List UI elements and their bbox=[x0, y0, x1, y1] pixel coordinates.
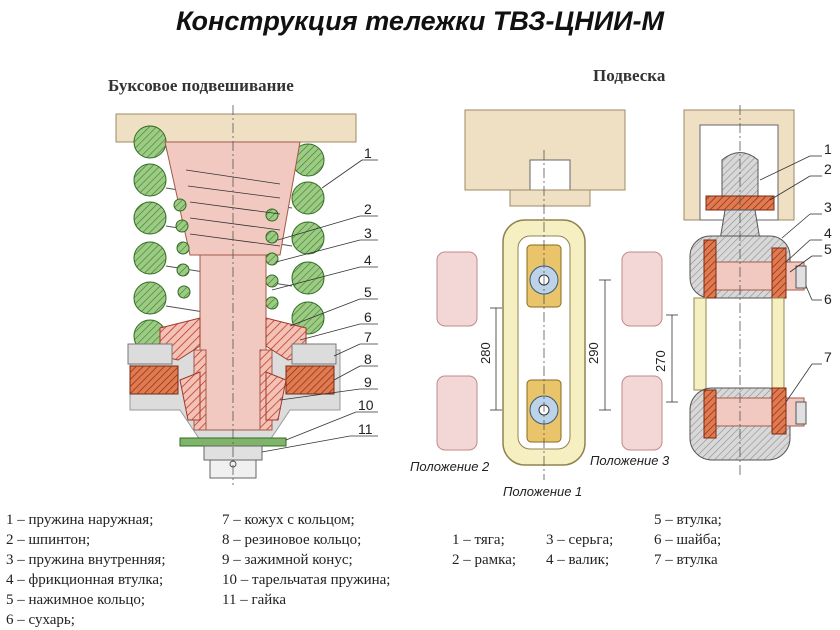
right-callout-4: 4 bbox=[824, 225, 832, 241]
position-2-lower bbox=[436, 375, 478, 451]
lower-sleeve bbox=[771, 387, 787, 435]
left-callout-2: 2 bbox=[364, 201, 372, 217]
outer-spring-left bbox=[133, 125, 167, 353]
position-3-upper bbox=[621, 251, 663, 327]
legend-item: 2 – рамка; bbox=[452, 552, 517, 568]
left-callout-6: 6 bbox=[364, 309, 372, 325]
link-suspension-drawing bbox=[436, 109, 678, 480]
position-3-label: Положение 3 bbox=[590, 453, 670, 468]
legend-item: 2 – шпинтон; bbox=[6, 532, 91, 548]
legend-item: 11 – гайка bbox=[222, 592, 286, 608]
upper-bushing bbox=[703, 239, 717, 299]
legend-item: 7 – кожух с кольцом; bbox=[222, 512, 355, 528]
side-link-left bbox=[693, 297, 707, 391]
right-legend-col1: 1 – тяга; 2 – рамка; bbox=[452, 530, 516, 570]
left-legend-col1: 1 – пружина наружная; 2 – шпинтон; 3 – п… bbox=[6, 510, 166, 630]
left-callout-9: 9 bbox=[364, 374, 372, 390]
clamp-cone-right bbox=[265, 371, 287, 421]
right-callout-7: 7 bbox=[824, 349, 832, 365]
left-callout-7: 7 bbox=[364, 329, 372, 345]
dimension-labels: 280 290 270 bbox=[478, 342, 668, 372]
dimension-lines bbox=[490, 279, 678, 411]
right-callout-5: 5 bbox=[824, 241, 832, 257]
legend-item: 4 – валик; bbox=[546, 552, 610, 568]
position-3-lower bbox=[621, 375, 663, 451]
axle-box-suspension-drawing bbox=[115, 105, 357, 485]
link-side-view bbox=[683, 105, 807, 475]
inner-spring bbox=[173, 198, 279, 310]
left-leader-lines bbox=[261, 159, 378, 453]
side-link-right bbox=[771, 297, 785, 391]
legend-item: 3 – серьга; bbox=[546, 532, 614, 548]
upper-washer bbox=[795, 265, 807, 289]
left-callout-1: 1 bbox=[364, 145, 372, 161]
legend-item: 10 – тарельчатая пружина; bbox=[222, 572, 391, 588]
lower-washer bbox=[795, 401, 807, 425]
legend-item: 9 – зажимной конус; bbox=[222, 552, 353, 568]
right-callout-3: 3 bbox=[824, 199, 832, 215]
left-callout-3: 3 bbox=[364, 225, 372, 241]
left-callouts: 1 2 3 4 5 6 7 8 9 10 11 bbox=[358, 145, 374, 437]
legend-item: 5 – нажимное кольцо; bbox=[6, 592, 146, 608]
hanger-head bbox=[721, 152, 759, 197]
lower-pin bbox=[711, 397, 805, 427]
right-legend-col3: 5 – втулка; 6 – шайба; 7 – втулка bbox=[654, 510, 722, 570]
left-legend-col2: 7 – кожух с кольцом; 8 – резиновое кольц… bbox=[222, 510, 390, 610]
left-callout-8: 8 bbox=[364, 351, 372, 367]
bracket-base bbox=[509, 189, 591, 207]
right-callouts: 1 2 3 4 5 6 7 bbox=[824, 141, 832, 365]
right-diagram-heading: Подвеска bbox=[593, 66, 666, 85]
bracket bbox=[529, 159, 571, 191]
spindle-cone bbox=[164, 141, 301, 256]
legend-item: 5 – втулка; bbox=[654, 512, 722, 528]
page-title: Конструкция тележки ТВЗ-ЦНИИ-М bbox=[175, 6, 665, 36]
left-diagram-heading: Буксовое подвешивание bbox=[108, 76, 294, 95]
left-callout-10: 10 bbox=[358, 397, 374, 413]
left-callout-4: 4 bbox=[364, 252, 372, 268]
right-legend-col2: 3 – серьга; 4 – валик; bbox=[546, 530, 613, 570]
upper-sleeve bbox=[771, 247, 787, 299]
clamp-cone-left bbox=[179, 371, 201, 421]
legend-item: 3 – пружина внутренняя; bbox=[6, 552, 166, 568]
legend-item: 4 – фрикционная втулка; bbox=[6, 572, 164, 588]
casing-left bbox=[127, 343, 173, 365]
lower-bushing bbox=[703, 389, 717, 439]
position-2-label: Положение 2 bbox=[410, 459, 490, 474]
upper-pin bbox=[711, 261, 805, 291]
left-callout-5: 5 bbox=[364, 284, 372, 300]
dimension-280: 280 bbox=[478, 342, 493, 364]
legend-item: 1 – тяга; bbox=[452, 532, 505, 548]
rubber-ring-left bbox=[129, 365, 179, 395]
position-2-upper bbox=[436, 251, 478, 327]
outer-spring-right bbox=[291, 143, 325, 335]
rubber-ring-right bbox=[285, 365, 335, 395]
right-callout-2: 2 bbox=[824, 161, 832, 177]
casing-right bbox=[291, 343, 337, 365]
position-1-label: Положение 1 bbox=[503, 484, 582, 499]
dimension-270: 270 bbox=[653, 350, 668, 372]
right-callout-1: 1 bbox=[824, 141, 832, 157]
right-leader-lines bbox=[759, 155, 822, 403]
position-labels: Положение 2 Положение 1 Положение 3 bbox=[410, 453, 670, 499]
legend-item: 1 – пружина наружная; bbox=[6, 512, 154, 528]
legend-item: 6 – шайба; bbox=[654, 532, 722, 548]
legend-item: 6 – сухарь; bbox=[6, 612, 75, 628]
left-callout-11: 11 bbox=[358, 421, 373, 437]
legend-item: 8 – резиновое кольцо; bbox=[222, 532, 362, 548]
dimension-290: 290 bbox=[586, 342, 601, 364]
legend-item: 7 – втулка bbox=[654, 552, 718, 568]
right-callout-6: 6 bbox=[824, 291, 832, 307]
